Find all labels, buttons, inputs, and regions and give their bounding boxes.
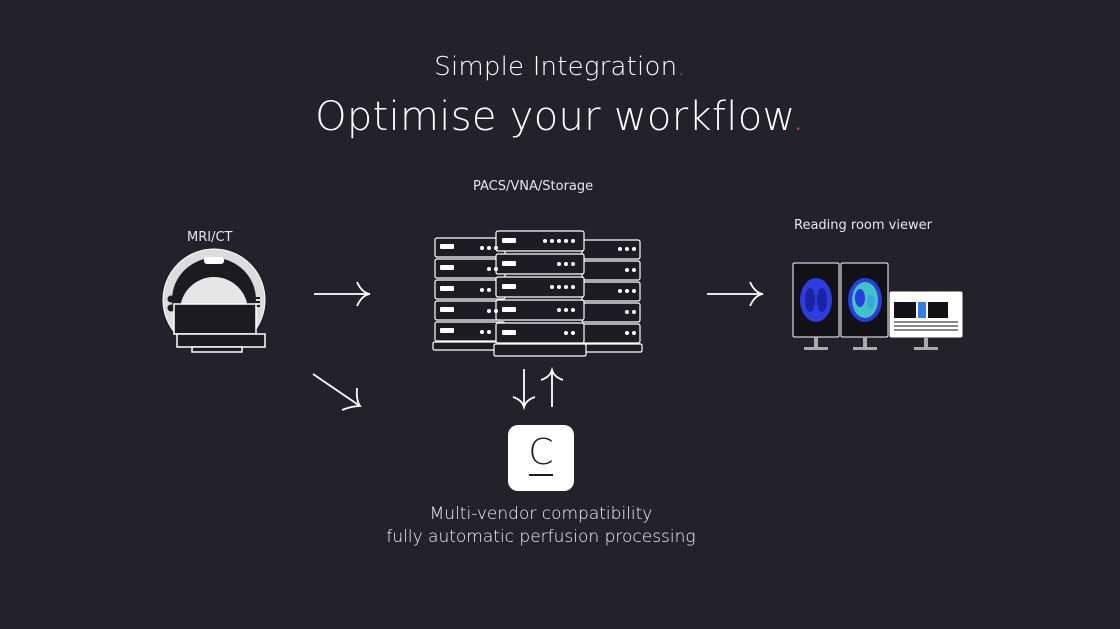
mri-scanner-icon bbox=[162, 248, 266, 353]
logo-underline bbox=[529, 474, 553, 476]
title-text: Optimise your workflow bbox=[315, 94, 792, 140]
scanner-label: MRI/CT bbox=[187, 230, 233, 245]
title-accent-dot: . bbox=[791, 94, 805, 140]
logo-letter: C bbox=[528, 432, 554, 473]
diagram-title: Optimise your workflow. bbox=[0, 94, 1120, 140]
arrow-diagonal-down-icon bbox=[312, 373, 362, 411]
diagram-subtitle: Simple Integration. bbox=[0, 52, 1120, 82]
arrow-right-icon bbox=[707, 281, 764, 307]
processing-logo: C bbox=[508, 425, 574, 491]
storage-label: PACS/VNA/Storage bbox=[473, 179, 594, 194]
viewer-label: Reading room viewer bbox=[794, 218, 932, 233]
processing-caption: Multi-vendor compatibility fully automat… bbox=[0, 503, 1082, 549]
arrows-up-down-icon bbox=[512, 366, 564, 411]
arrow-right-icon bbox=[314, 281, 371, 307]
viewer-monitors-icon bbox=[792, 262, 963, 350]
server-stack-icon bbox=[432, 230, 643, 357]
caption-line-1: Multi-vendor compatibility bbox=[429, 504, 653, 524]
subtitle-text: Simple Integration bbox=[434, 52, 678, 82]
caption-line-2: fully automatic perfusion processing bbox=[386, 527, 696, 547]
subtitle-accent-dot: . bbox=[677, 52, 686, 82]
